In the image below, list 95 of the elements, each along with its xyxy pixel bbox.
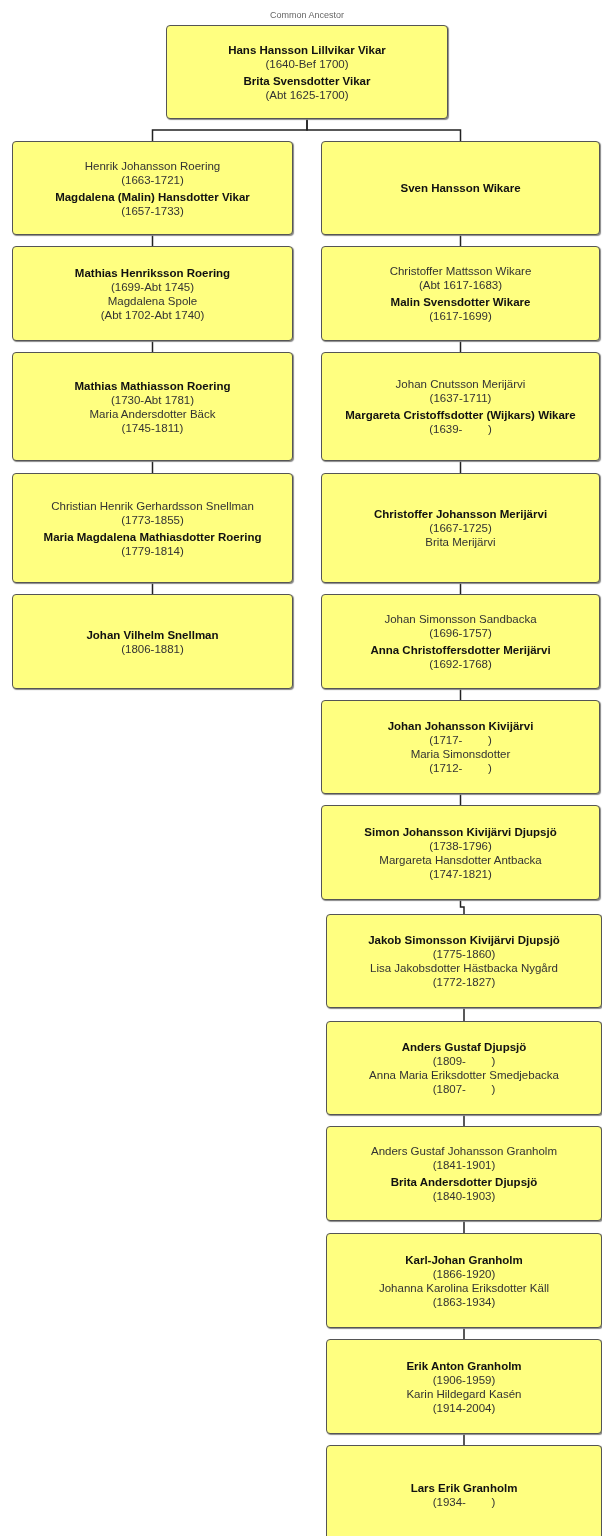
- person-info: (1906-1959): [432, 1372, 496, 1387]
- person-info: (1772-1827): [432, 975, 496, 989]
- person-box: [321, 594, 600, 689]
- person-info: (1807- ): [432, 1082, 496, 1096]
- heading-text: Common Ancestor: [269, 10, 345, 20]
- person-name: Anna Christoffersdotter Merijärvi: [370, 643, 551, 657]
- person-info: (1639- ): [429, 422, 492, 436]
- person-info: (1779-1814): [121, 543, 184, 558]
- person-info: Johan Simonsson Sandbacka: [384, 612, 537, 626]
- person-box: [321, 141, 600, 235]
- person-name: Mathias Henriksson Roering: [74, 265, 231, 280]
- person-box: [326, 1233, 602, 1328]
- person-info: (Abt 1702-Abt 1740): [100, 307, 205, 322]
- person-box: [166, 25, 448, 119]
- person-info: (1637-1711): [429, 391, 492, 405]
- person-info: (1773-1855): [121, 512, 184, 527]
- person-info: (1617-1699): [429, 309, 492, 323]
- connector-line: [463, 1220, 465, 1234]
- person-info: Christoffer Mattsson Wikare: [389, 264, 532, 278]
- connector-line: [463, 1007, 465, 1022]
- person-info: (1747-1821): [429, 866, 492, 881]
- person-name: Karl-Johan Granholm: [405, 1252, 523, 1267]
- person-info: Magdalena Spole: [107, 293, 198, 308]
- person-info: Anna Maria Eriksdotter Smedjebacka: [369, 1068, 559, 1082]
- person-box: [321, 473, 600, 583]
- person-info: Johanna Karolina Eriksdotter Käll: [378, 1280, 549, 1295]
- person-box: [326, 1445, 602, 1536]
- person-box: [326, 914, 602, 1008]
- person-info: (1696-1757): [429, 626, 492, 640]
- connector-line: [306, 118, 462, 142]
- person-info: (1640-Bef 1700): [265, 56, 349, 71]
- person-info: (1667-1725): [429, 521, 492, 535]
- person-box: [12, 473, 293, 583]
- person-info: Johan Cnutsson Merijärvi: [395, 377, 526, 391]
- person-info: Henrik Johansson Roering: [84, 158, 221, 173]
- person-box: [321, 246, 600, 341]
- person-name: Magdalena (Malin) Hansdotter Vikar: [55, 189, 250, 204]
- person-info: (1809- ): [432, 1054, 496, 1068]
- person-info: (1745-1811): [121, 420, 184, 435]
- person-info: Maria Simonsdotter: [410, 747, 511, 761]
- person-info: (1663-1721): [121, 172, 184, 187]
- person-name: Erik Anton Granholm: [406, 1358, 522, 1373]
- person-name: Malin Svensdotter Wikare: [390, 295, 531, 309]
- person-name: Mathias Mathiasson Roering: [74, 378, 231, 393]
- person-info: (1934- ): [432, 1495, 496, 1509]
- person-name: Simon Johansson Kivijärvi Djupsjö: [364, 824, 557, 839]
- person-info: (Abt 1617-1683): [418, 278, 503, 292]
- person-info: (1914-2004): [432, 1400, 496, 1415]
- person-info: (1717- ): [429, 733, 492, 747]
- person-name: Brita Andersdotter Djupsjö: [390, 1175, 538, 1189]
- person-info: (1863-1934): [432, 1294, 496, 1309]
- person-name: Margareta Cristoffsdotter (Wijkars) Wikare: [345, 408, 576, 422]
- person-name: Maria Magdalena Mathiasdotter Roering: [43, 529, 262, 544]
- person-info: Christian Henrik Gerhardsson Snellman: [51, 498, 254, 513]
- connector-line: [463, 1327, 465, 1340]
- person-name: Jakob Simonsson Kivijärvi Djupsjö: [368, 933, 560, 947]
- person-name: Johan Johansson Kivijärvi: [387, 719, 534, 733]
- connector-line: [459, 899, 465, 915]
- person-info: Maria Andersdotter Bäck: [89, 406, 216, 421]
- person-box: [12, 594, 293, 689]
- person-info: Karin Hildegard Kasén: [406, 1386, 522, 1401]
- person-info: (1699-Abt 1745): [110, 279, 195, 294]
- person-info: (1775-1860): [432, 947, 496, 961]
- person-name: Brita Svensdotter Vikar: [243, 73, 371, 88]
- person-info: Margareta Hansdotter Antbacka: [379, 852, 542, 867]
- person-info: (1841-1901): [432, 1158, 496, 1172]
- person-name: Hans Hansson Lillvikar Vikar: [228, 42, 386, 57]
- person-box: [326, 1126, 602, 1221]
- person-box: [321, 805, 600, 900]
- person-info: Brita Merijärvi: [425, 535, 496, 549]
- person-name: Sven Hansson Wikare: [400, 181, 521, 195]
- person-info: (1738-1796): [429, 838, 492, 853]
- person-info: (Abt 1625-1700): [265, 87, 349, 102]
- person-name: Christoffer Johansson Merijärvi: [373, 507, 548, 521]
- person-name: Lars Erik Granholm: [410, 1481, 518, 1495]
- person-box: [326, 1021, 602, 1115]
- person-info: (1692-1768): [429, 657, 492, 671]
- person-info: (1730-Abt 1781): [110, 392, 195, 407]
- connector-line: [463, 1433, 465, 1446]
- person-name: Anders Gustaf Djupsjö: [401, 1040, 527, 1054]
- person-box: [12, 246, 293, 341]
- person-info: (1712- ): [429, 761, 492, 775]
- person-box: [321, 700, 600, 794]
- person-box: [321, 352, 600, 461]
- person-info: Anders Gustaf Johansson Granholm: [371, 1144, 557, 1158]
- person-info: (1657-1733): [121, 203, 184, 218]
- person-info: (1866-1920): [432, 1266, 496, 1281]
- person-name: Johan Vilhelm Snellman: [86, 627, 219, 642]
- person-info: (1806-1881): [121, 641, 184, 656]
- person-info: Lisa Jakobsdotter Hästbacka Nygård: [370, 961, 558, 975]
- connector-line: [463, 1114, 465, 1127]
- person-info: (1840-1903): [432, 1189, 496, 1203]
- person-box: [12, 352, 293, 461]
- person-box: [12, 141, 293, 235]
- person-box: [326, 1339, 602, 1434]
